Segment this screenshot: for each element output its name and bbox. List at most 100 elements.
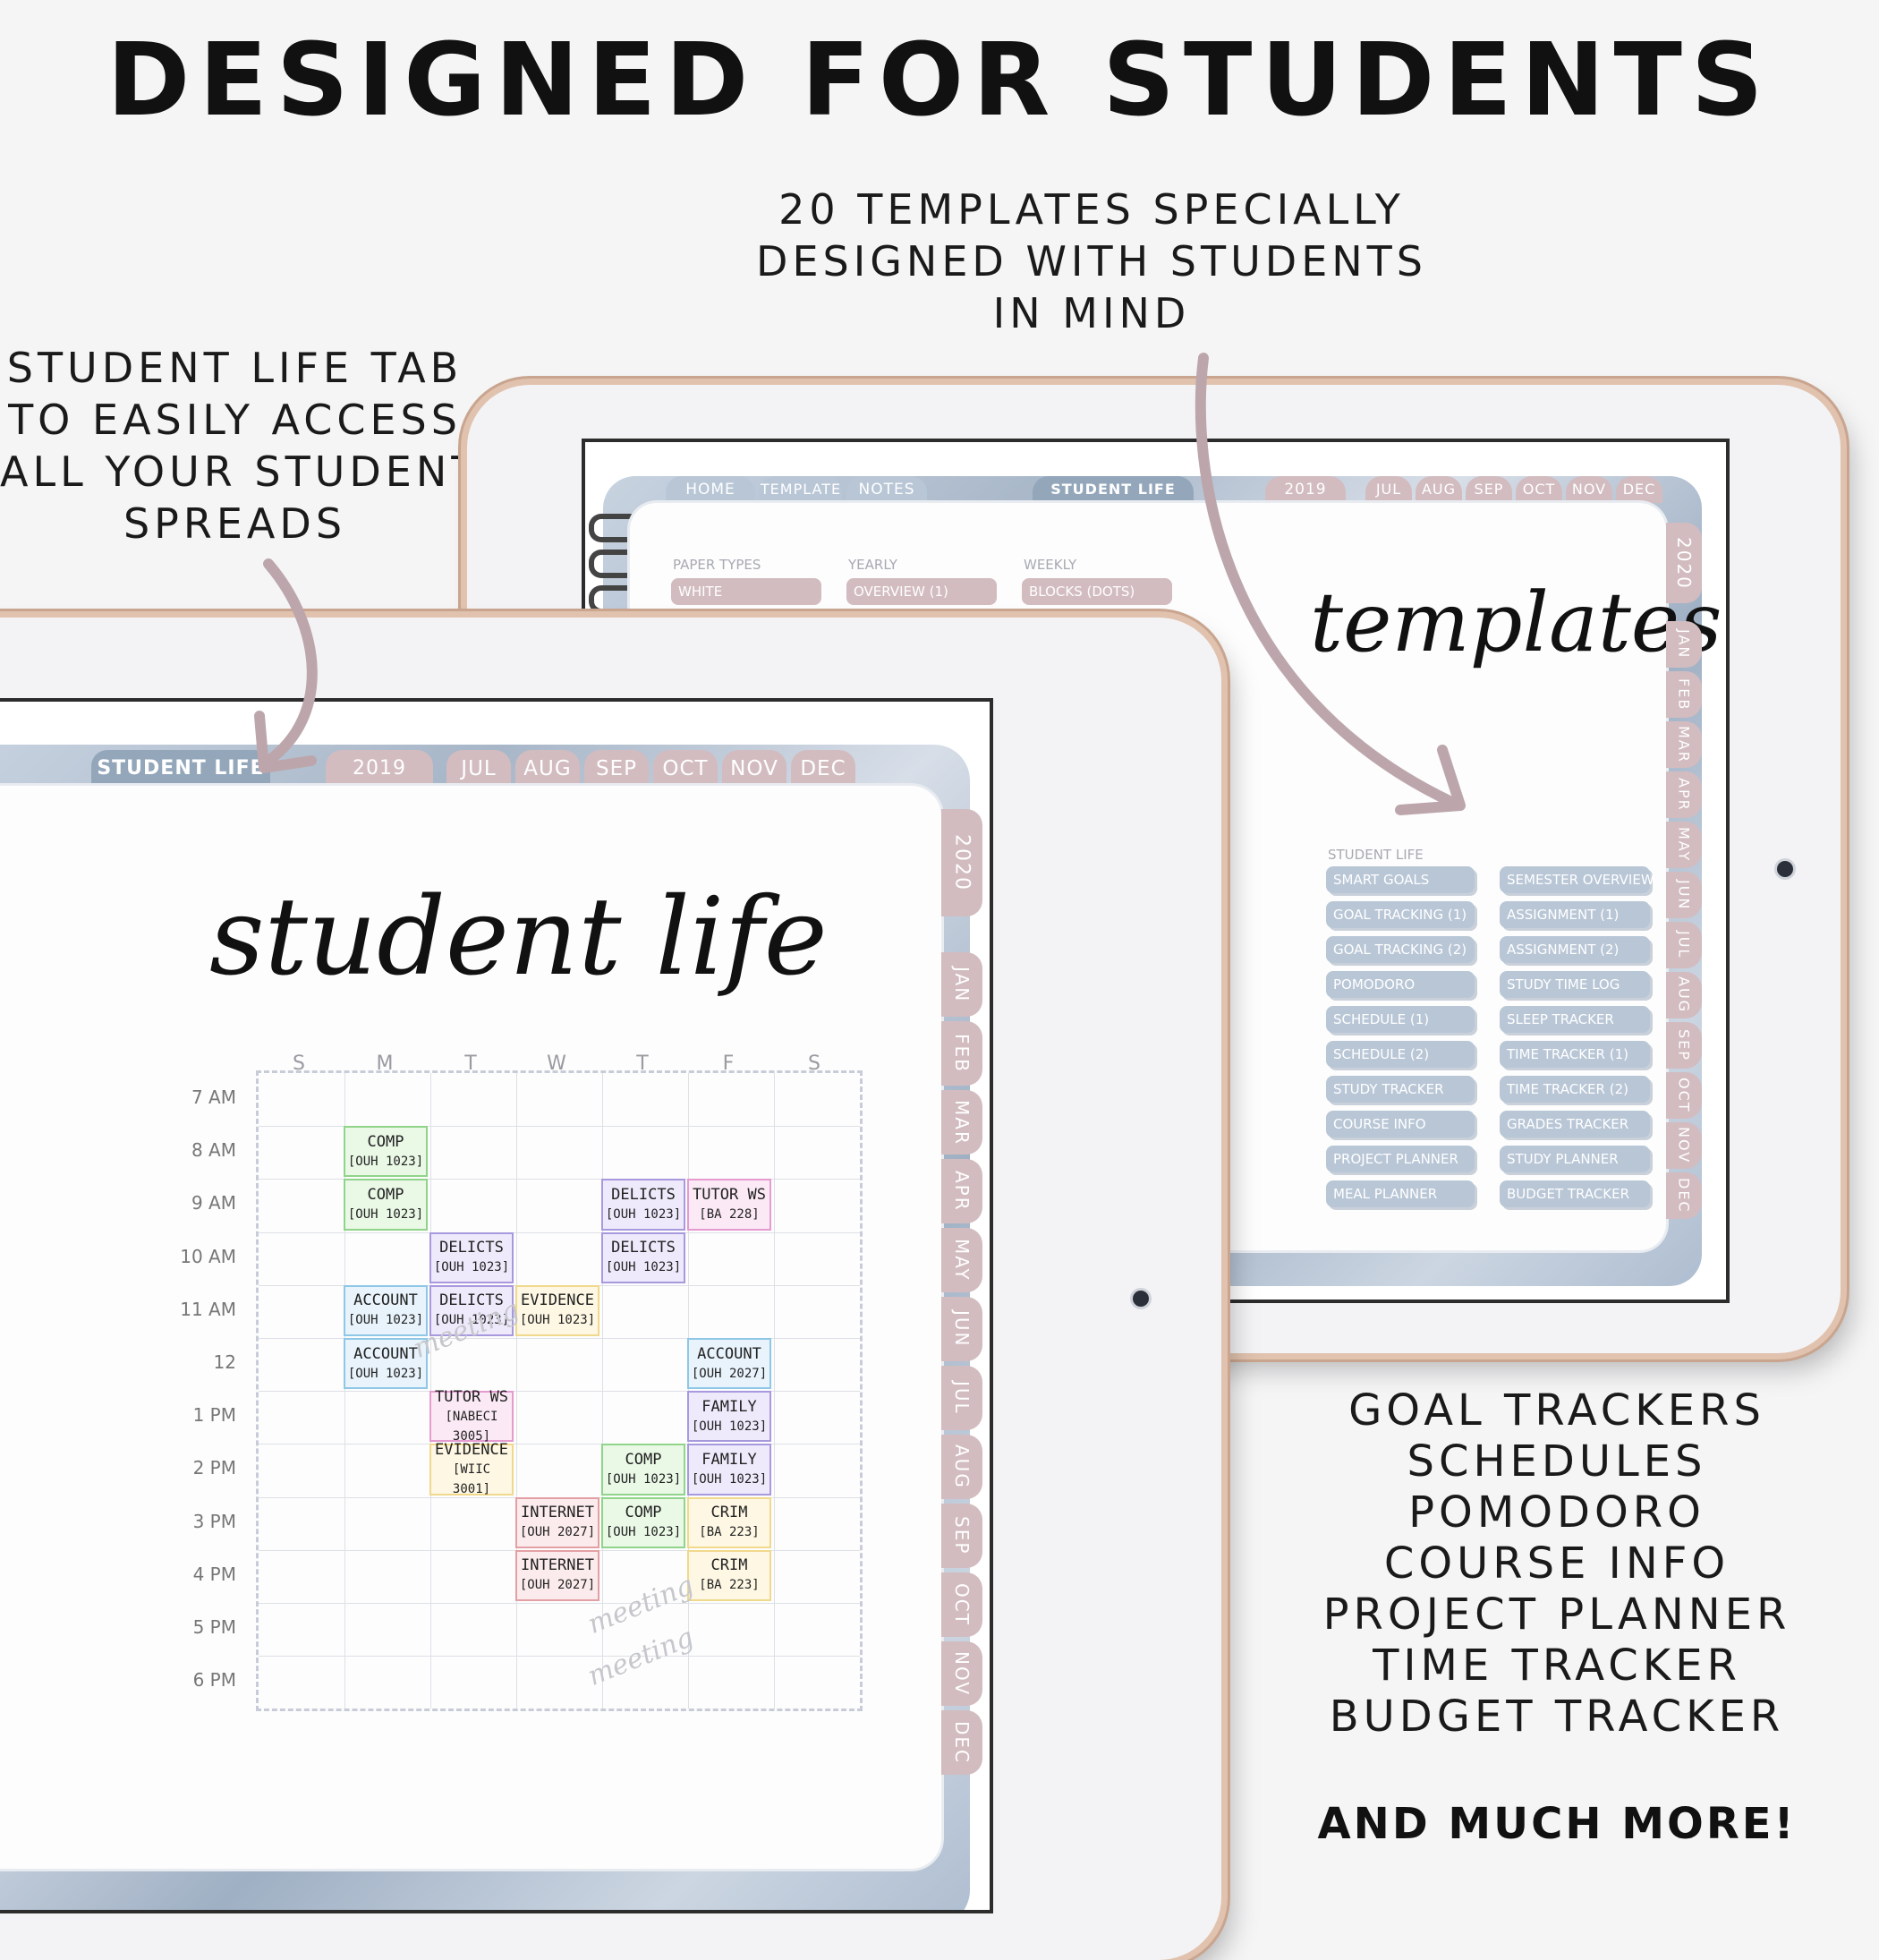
schedule-event[interactable]: EVIDENCE[WIIC 3001]	[429, 1441, 514, 1496]
tab-month-aug[interactable]: AUG	[1416, 476, 1462, 503]
side-tab-jul[interactable]: JUL	[1666, 922, 1702, 968]
schedule-event[interactable]: COMP[OUH 1023]	[344, 1179, 428, 1231]
tab-template[interactable]: TEMPLATE	[760, 476, 842, 503]
template-button[interactable]: POMODORO	[1326, 971, 1475, 998]
schedule-event[interactable]: FAMILY[OUH 1023]	[687, 1444, 771, 1496]
schedule-event[interactable]: ACCOUNT[OUH 2027]	[687, 1338, 771, 1390]
event-name: INTERNET	[521, 1504, 594, 1522]
template-button[interactable]: ASSIGNMENT (1)	[1500, 901, 1650, 928]
schedule-event[interactable]: EVIDENCE[OUH 1023]	[515, 1284, 599, 1336]
tab-month-sep[interactable]: SEP	[584, 750, 649, 786]
event-room: [OUH 1023]	[691, 1419, 768, 1434]
side-tab-dec[interactable]: DEC	[1666, 1172, 1702, 1219]
tab-student-life[interactable]: STUDENT LIFE	[91, 750, 270, 786]
side-tab-may[interactable]: MAY	[941, 1228, 982, 1292]
schedule-event[interactable]: COMP[OUH 1023]	[344, 1126, 428, 1178]
side-tab-apr[interactable]: APR	[941, 1159, 982, 1223]
tab-month-oct[interactable]: OCT	[1516, 476, 1562, 503]
tab-student-life[interactable]: STUDENT LIFE	[1033, 476, 1194, 503]
tab-year-2019[interactable]: 2019	[1265, 476, 1346, 503]
side-tab-2020[interactable]: 2020	[1666, 523, 1702, 603]
schedule-event[interactable]: TUTOR WS[BA 228]	[687, 1179, 771, 1231]
side-tab-jun[interactable]: JUN	[1666, 872, 1702, 918]
tab-month-nov[interactable]: NOV	[722, 750, 786, 786]
tab-month-oct[interactable]: OCT	[653, 750, 718, 786]
side-tab-apr[interactable]: APR	[1666, 771, 1702, 818]
tab-year-2019[interactable]: 2019	[326, 750, 433, 786]
template-button[interactable]: STUDY TIME LOG	[1500, 971, 1650, 998]
template-button[interactable]: TIME TRACKER (1)	[1500, 1041, 1650, 1068]
tab-month-dec[interactable]: DEC	[791, 750, 855, 786]
schedule-event[interactable]: FAMILY[OUH 1023]	[687, 1391, 771, 1443]
template-button[interactable]: BUDGET TRACKER	[1500, 1180, 1650, 1207]
template-button[interactable]: PROJECT PLANNER	[1326, 1146, 1475, 1172]
caption-line: STUDENT LIFE TAB	[6, 344, 463, 392]
schedule-event[interactable]: CRIM[BA 223]	[687, 1549, 771, 1601]
tab-month-sep[interactable]: SEP	[1466, 476, 1512, 503]
template-button[interactable]: SEMESTER OVERVIEW	[1500, 866, 1654, 893]
side-tab-may[interactable]: MAY	[1666, 822, 1702, 868]
side-tab-feb[interactable]: FEB	[1666, 671, 1702, 718]
schedule-event[interactable]: DELICTS[OUH 1023]	[601, 1231, 685, 1283]
schedule-event[interactable]: COMP[OUH 1023]	[601, 1496, 685, 1548]
schedule-event[interactable]: ACCOUNT[OUH 1023]	[344, 1284, 428, 1336]
template-button[interactable]: STUDY PLANNER	[1500, 1146, 1650, 1172]
template-button[interactable]: SCHEDULE (2)	[1326, 1041, 1475, 1068]
tab-month-nov[interactable]: NOV	[1566, 476, 1612, 503]
side-tab-sep[interactable]: SEP	[1666, 1022, 1702, 1069]
side-tab-nov[interactable]: NOV	[941, 1641, 982, 1706]
template-button[interactable]: GOAL TRACKING (1)	[1326, 901, 1475, 928]
side-tab-jun[interactable]: JUN	[941, 1297, 982, 1361]
side-tab-oct[interactable]: OCT	[941, 1572, 982, 1637]
tab-month-jul[interactable]: JUL	[1365, 476, 1412, 503]
template-button[interactable]: GOAL TRACKING (2)	[1326, 936, 1475, 963]
tab-month-jul[interactable]: JUL	[446, 750, 511, 786]
schedule-event[interactable]: COMP[OUH 1023]	[601, 1444, 685, 1496]
grid-column-line	[516, 1073, 517, 1709]
side-tab-mar[interactable]: MAR	[941, 1090, 982, 1155]
paper-types-button[interactable]: WHITE	[671, 578, 821, 605]
schedule-event[interactable]: INTERNET[OUH 2027]	[515, 1496, 599, 1548]
side-tab-jul[interactable]: JUL	[941, 1366, 982, 1430]
tab-month-aug[interactable]: AUG	[515, 750, 580, 786]
side-tab-jan[interactable]: JAN	[1666, 621, 1702, 668]
time-label: 4 PM	[192, 1563, 236, 1585]
template-button[interactable]: SCHEDULE (1)	[1326, 1006, 1475, 1033]
yearly-button[interactable]: OVERVIEW (1)	[846, 578, 997, 605]
schedule-event[interactable]: INTERNET[OUH 2027]	[515, 1549, 599, 1601]
side-tab-nov[interactable]: NOV	[1666, 1122, 1702, 1169]
event-room: [OUH 1023]	[519, 1313, 596, 1328]
schedule-event[interactable]: CRIM[BA 223]	[687, 1496, 771, 1548]
template-button[interactable]: SMART GOALS	[1326, 866, 1475, 893]
side-tab-jan[interactable]: JAN	[941, 952, 982, 1017]
side-tab-dec[interactable]: DEC	[941, 1710, 982, 1775]
side-tab-mar[interactable]: MAR	[1666, 721, 1702, 768]
schedule-event[interactable]: DELICTS[OUH 1023]	[601, 1179, 685, 1231]
template-button[interactable]: MEAL PLANNER	[1326, 1180, 1475, 1207]
schedule-event[interactable]: DELICTS[OUH 1023]	[429, 1284, 514, 1336]
template-button[interactable]: TIME TRACKER (2)	[1500, 1076, 1650, 1103]
side-tab-aug[interactable]: AUG	[941, 1435, 982, 1499]
schedule-event[interactable]: TUTOR WS[NABECI 3005]	[429, 1388, 514, 1444]
template-button[interactable]: SLEEP TRACKER	[1500, 1006, 1650, 1033]
side-tab-oct[interactable]: OCT	[1666, 1072, 1702, 1119]
template-button[interactable]: ASSIGNMENT (2)	[1500, 936, 1650, 963]
grid-column-line	[688, 1073, 689, 1709]
template-button[interactable]: GRADES TRACKER	[1500, 1111, 1650, 1138]
template-button[interactable]: STUDY TRACKER	[1326, 1076, 1475, 1103]
event-room: [OUH 1023]	[691, 1471, 768, 1487]
schedule-event[interactable]: DELICTS[OUH 1023]	[429, 1231, 514, 1283]
time-label: 8 AM	[191, 1139, 236, 1162]
side-tab-sep[interactable]: SEP	[941, 1504, 982, 1568]
side-tab-2020[interactable]: 2020	[941, 809, 982, 916]
weekly-button[interactable]: BLOCKS (DOTS)	[1022, 578, 1172, 605]
tab-notes[interactable]: NOTES	[846, 476, 927, 503]
side-tab-feb[interactable]: FEB	[941, 1021, 982, 1086]
schedule-event[interactable]: ACCOUNT[OUH 1023]	[344, 1338, 428, 1390]
template-button[interactable]: COURSE INFO	[1326, 1111, 1475, 1138]
side-tab-aug[interactable]: AUG	[1666, 972, 1702, 1018]
tab-month-dec[interactable]: DEC	[1616, 476, 1662, 503]
and-much-more: AND MUCH MORE!	[1317, 1799, 1797, 1849]
time-label: 10 AM	[180, 1245, 236, 1267]
tab-home[interactable]: HOME	[666, 476, 755, 503]
